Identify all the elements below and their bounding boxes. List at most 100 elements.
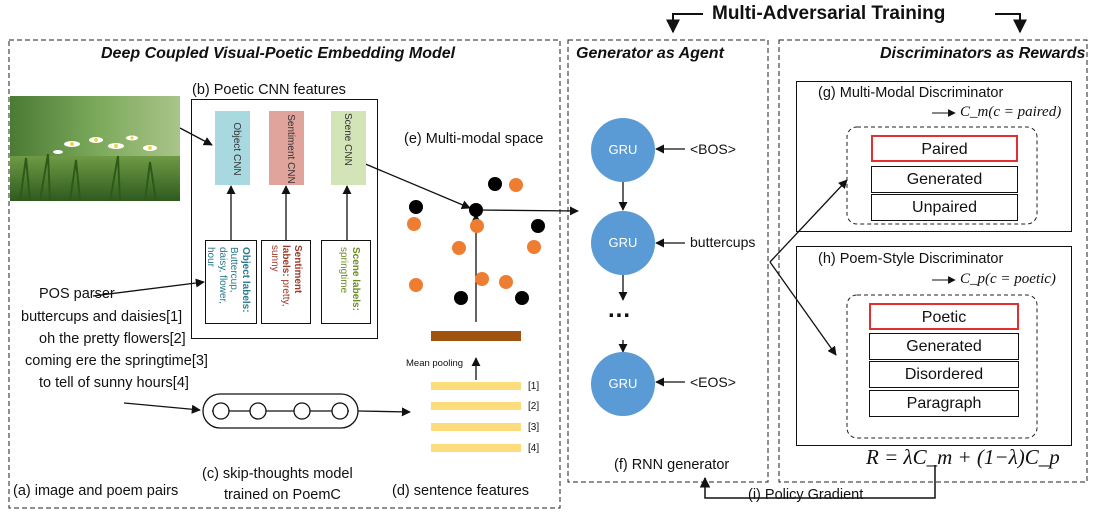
sentence-feature-bar xyxy=(431,444,521,452)
feature-index: [1] xyxy=(528,381,540,392)
discriminator-panel-title: Discriminators as Rewards xyxy=(880,45,1086,62)
gru-node: GRU xyxy=(591,352,655,416)
poem-embedding-dot xyxy=(509,178,523,192)
poem-embedding-dot xyxy=(499,275,513,289)
scene-labels-head: Scene labels: xyxy=(350,247,361,311)
skipthoughts-to-features-arrow xyxy=(357,407,411,417)
option-generated: Generated xyxy=(869,333,1019,360)
mean-pooling-label: Mean pooling xyxy=(406,358,464,369)
caption-rnn-generator: (f) RNN generator xyxy=(614,457,730,473)
poem-to-skipthoughts-arrow xyxy=(123,402,201,414)
poem-embedding-dot xyxy=(409,278,423,292)
option-unpaired: Unpaired xyxy=(871,194,1018,221)
object-cnn-label: Object CNN xyxy=(231,122,242,176)
option-poetic: Poetic xyxy=(869,303,1019,330)
sentiment-labels-text: Sentiment labels: pretty, sunny xyxy=(269,245,303,321)
multimodal-space-title: (e) Multi-modal space xyxy=(404,131,544,147)
bos-token: <BOS> xyxy=(690,141,736,157)
generator-panel xyxy=(567,39,769,483)
multimodal-discriminator-title: (g) Multi-Modal Discriminator xyxy=(818,85,1004,101)
top-title: Multi-Adversarial Training xyxy=(712,3,946,24)
multimodal-formula: C_m(c = paired) xyxy=(960,104,1062,120)
feature-index: [4] xyxy=(528,443,540,454)
gen-to-mm-arrow xyxy=(769,179,848,263)
poem-embedding-dot xyxy=(452,241,466,255)
gru-node: GRU xyxy=(591,118,655,182)
embedding-dots xyxy=(407,177,545,305)
cnn-features-box xyxy=(191,99,378,339)
poem-embedding-dot xyxy=(475,272,489,286)
ps-options-group xyxy=(846,294,1038,439)
gru-node: GRU xyxy=(591,211,655,275)
sentence-feature-bar xyxy=(431,402,521,410)
cnn-to-space-arrow xyxy=(362,162,471,210)
caption-sentence-features: (d) sentence features xyxy=(392,483,530,499)
object-labels-head: Object labels: xyxy=(240,247,251,313)
option-paragraph: Paragraph xyxy=(869,390,1019,417)
visual-embedding-dot xyxy=(531,219,545,233)
pos-parser-label: POS parser xyxy=(39,286,115,302)
poem-embedding-dot xyxy=(407,217,421,231)
caption-image-poem-pairs: (a) image and poem pairs xyxy=(13,483,179,499)
reward-formula: R = λC_m + (1−λ)C_p xyxy=(866,445,1060,469)
space-to-gru-arrow xyxy=(475,206,579,216)
skip-thought-node xyxy=(293,402,311,420)
caption-skip-thoughts-2: trained on PoemC xyxy=(224,487,341,503)
generator-ellipsis: ... xyxy=(608,296,632,323)
scene-labels-values: springtime xyxy=(338,247,350,294)
visual-embedding-dot xyxy=(454,291,468,305)
poem-line: coming ere the springtime[3] xyxy=(25,353,208,369)
poem-style-discriminator-title: (h) Poem-Style Discriminator xyxy=(818,251,1004,267)
sentiment-labels-box xyxy=(261,240,311,324)
visual-embedding-dot xyxy=(488,177,502,191)
option-disordered: Disordered xyxy=(869,361,1019,388)
skip-thought-node xyxy=(212,402,230,420)
visual-embedding-dot xyxy=(409,200,423,214)
cnn-section-title: (b) Poetic CNN features xyxy=(192,82,346,98)
multimodal-discriminator xyxy=(796,81,1072,232)
object-labels-values: Buttercup, daisy, flower, hour xyxy=(205,247,240,305)
poem-line: to tell of sunny hours[4] xyxy=(39,375,189,391)
scene-cnn-label: Scene CNN xyxy=(342,113,353,166)
mean-pooled-feature-bar xyxy=(431,331,521,341)
embedding-panel-title: Deep Coupled Visual-Poetic Embedding Mod… xyxy=(101,45,456,62)
image-to-cnn-arrow xyxy=(179,127,213,146)
discriminator-panel xyxy=(778,39,1088,483)
object-labels-box xyxy=(205,240,257,324)
object-cnn-block xyxy=(215,111,250,185)
training-arrow-right xyxy=(995,13,1027,34)
pos-parser-arrow xyxy=(92,278,205,297)
embedding-panel xyxy=(8,39,561,509)
gen-to-ps-arrow xyxy=(769,261,837,356)
scene-cnn-block xyxy=(331,111,366,185)
mm-options-group xyxy=(846,126,1038,225)
poem-embedding-dot xyxy=(527,240,541,254)
skip-thought-node xyxy=(331,402,349,420)
option-paired: Paired xyxy=(871,135,1018,162)
sentence-feature-bar xyxy=(431,423,521,431)
daisy-photo xyxy=(10,96,180,201)
generator-panel-title: Generator as Agent xyxy=(576,45,724,62)
sentiment-cnn-label: Sentiment CNN xyxy=(285,114,296,184)
poem-line: oh the pretty flowers[2] xyxy=(39,331,186,347)
feature-index: [2] xyxy=(528,401,540,412)
visual-embedding-dot xyxy=(515,291,529,305)
word-token: buttercups xyxy=(690,234,756,250)
training-arrow-left xyxy=(666,13,703,34)
policy-gradient-arrow xyxy=(699,465,936,499)
caption-policy-gradient: (i) Policy Gradient xyxy=(748,487,864,503)
option-generated: Generated xyxy=(871,166,1018,193)
poem-style-formula: C_p(c = poetic) xyxy=(960,271,1056,287)
eos-token: <EOS> xyxy=(690,374,736,390)
poem-line: buttercups and daisies[1] xyxy=(21,309,183,325)
feature-index: [3] xyxy=(528,422,540,433)
poem-embedding-dot xyxy=(470,219,484,233)
object-labels-text: Object labels: Buttercup, daisy, flower,… xyxy=(205,247,252,319)
poem-style-discriminator xyxy=(796,246,1072,446)
sentiment-cnn-block xyxy=(269,111,304,185)
scene-labels-box xyxy=(321,240,371,324)
scene-labels-text: Scene labels: springtime xyxy=(338,247,362,319)
skip-thought-node xyxy=(249,402,267,420)
